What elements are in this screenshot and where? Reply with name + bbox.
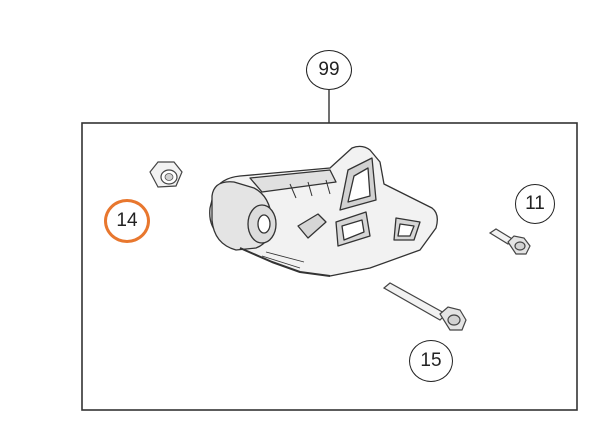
part-callout-11: 11 — [515, 184, 555, 224]
part-callout-14: 14 — [104, 199, 150, 243]
long-bolt-part — [382, 282, 467, 331]
short-bolt-part — [488, 228, 531, 255]
part-callout-15: 15 — [409, 340, 453, 382]
chain-guide-bracket — [209, 145, 438, 277]
assembly-callout-99: 99 — [306, 50, 352, 90]
nut-part — [149, 161, 183, 188]
